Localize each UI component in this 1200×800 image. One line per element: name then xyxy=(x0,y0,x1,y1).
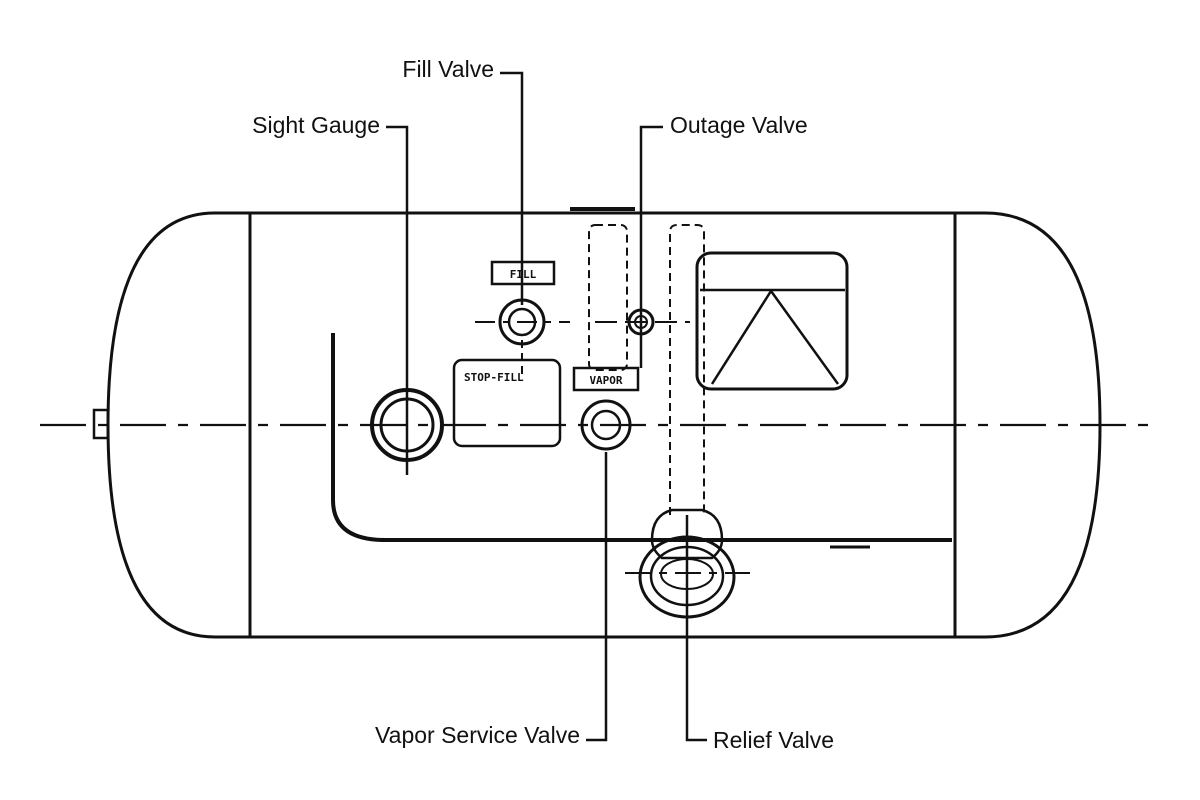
vapor-service-valve-leader xyxy=(586,452,608,742)
fill-valve-leader xyxy=(500,71,524,305)
fill-valve-label: Fill Valve xyxy=(402,56,494,82)
vapor-plate xyxy=(572,366,640,392)
warning-triangle xyxy=(710,288,840,385)
vapor-valve-outer-ring xyxy=(580,399,632,451)
vapor-dip-tube xyxy=(588,224,628,371)
dip-tubes xyxy=(588,224,705,515)
vapor-service-valve-label: Vapor Service Valve xyxy=(375,722,580,748)
relief-valve-leader xyxy=(685,515,707,742)
outage-valve-fitting xyxy=(595,308,690,336)
stop-fill-plate-outline xyxy=(452,358,562,448)
leader-lines xyxy=(386,71,707,742)
stop-fill-plate-text: STOP-FILL xyxy=(464,371,524,384)
fill-valve-inner-ring xyxy=(507,307,537,337)
warning-plate xyxy=(695,251,849,391)
sight-gauge-label: Sight Gauge xyxy=(252,112,380,138)
tank-body xyxy=(92,207,1102,639)
sight-gauge-leader xyxy=(386,125,409,475)
stop-fill-plate: STOP-FILL xyxy=(452,358,562,448)
relief-valve-neck xyxy=(650,508,724,560)
warning-plate-outline xyxy=(695,251,849,391)
outage-valve-leader xyxy=(639,125,663,368)
relief-valve-label: Relief Valve xyxy=(713,727,834,753)
callout-labels: Fill Valve Sight Gauge Outage Valve Vapo… xyxy=(252,56,834,753)
guard-rail xyxy=(331,333,952,542)
vapor-plate-text: VAPOR xyxy=(589,374,622,387)
relief-dip-tube xyxy=(669,224,705,515)
outage-valve-label: Outage Valve xyxy=(670,112,808,138)
vapor-valve-inner-ring xyxy=(590,409,622,441)
vapor-service-valve-fitting: VAPOR xyxy=(572,366,640,451)
